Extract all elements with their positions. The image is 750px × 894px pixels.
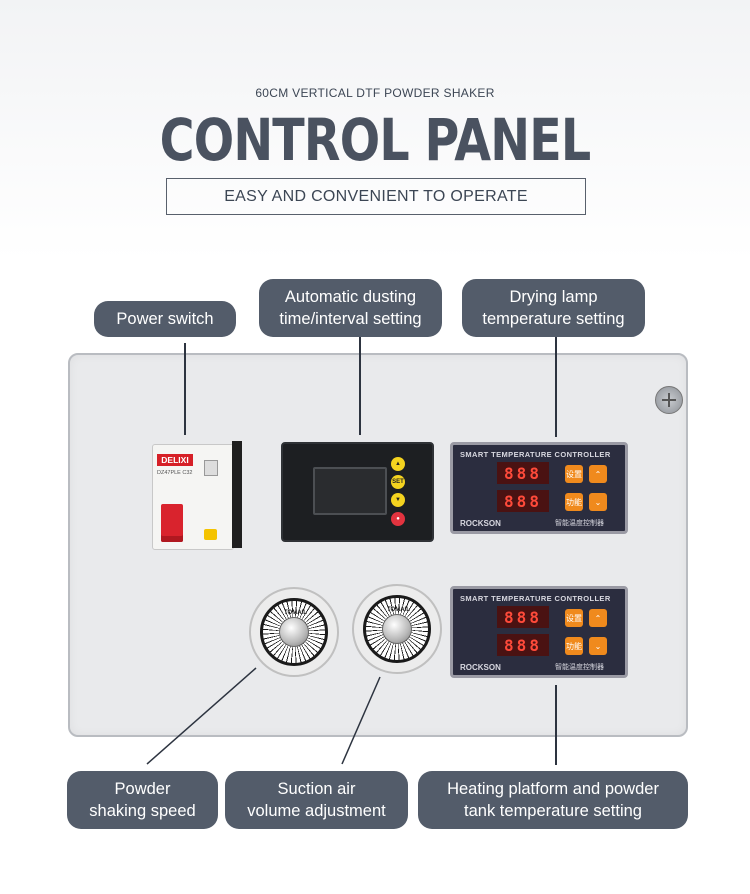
label-power-switch: Power switch: [94, 301, 236, 337]
timer-up-button[interactable]: ▲: [391, 457, 405, 471]
screw-icon: [655, 386, 683, 414]
label-heating-platform: Heating platform and powder tank tempera…: [418, 771, 688, 829]
controller-cn-text: 智能温度控制器: [555, 520, 604, 527]
powder-speed-knob[interactable]: [279, 617, 309, 647]
controller-down-button[interactable]: ⌄: [589, 637, 607, 655]
label-drying-lamp: Drying lamp temperature setting: [462, 279, 645, 337]
label-suction-air: Suction air volume adjustment: [225, 771, 408, 829]
led-display-sv: 888: [497, 634, 549, 656]
label-powder-speed: Powder shaking speed: [67, 771, 218, 829]
breaker-brand-logo: DELIXI: [157, 454, 193, 466]
label-dusting-line1: Automatic dusting: [284, 288, 417, 306]
breaker-test-window: [204, 460, 218, 476]
label-powder-line2: shaking speed: [89, 802, 196, 820]
timer-display: [313, 467, 387, 515]
controller-cn-text: 智能温度控制器: [555, 664, 604, 671]
controller-set-button[interactable]: 设置: [565, 465, 583, 483]
led-display-sv: 888: [497, 490, 549, 512]
label-drying-line2: temperature setting: [482, 310, 625, 328]
label-drying-line1: Drying lamp: [509, 288, 598, 306]
controller-brand-text: ROCKSON: [460, 663, 501, 672]
page-title: CONTROL PANEL: [159, 106, 592, 174]
led-display-pv: 888: [497, 462, 549, 484]
breaker-red-toggle[interactable]: [161, 504, 183, 542]
label-powder-line1: Powder: [114, 780, 171, 798]
knob-brand-text: TOMAIL: [387, 607, 410, 613]
controller-down-button[interactable]: ⌄: [589, 493, 607, 511]
breaker-test-button[interactable]: [204, 529, 217, 540]
breaker-side-panel: [232, 441, 242, 548]
controller-up-button[interactable]: ⌃: [589, 609, 607, 627]
timer-run-button[interactable]: ●: [391, 512, 405, 526]
timer-down-button[interactable]: ▼: [391, 493, 405, 507]
label-suction-line1: Suction air: [277, 780, 356, 798]
leader-line-heating: [555, 685, 557, 765]
controller-func-button[interactable]: 功能: [565, 637, 583, 655]
timer-set-button[interactable]: SET: [391, 475, 405, 489]
controller-up-button[interactable]: ⌃: [589, 465, 607, 483]
breaker-model-text: DZ47PLE C32: [157, 470, 193, 476]
leader-line-power: [184, 343, 186, 435]
heating-temperature-controller: SMART TEMPERATURE CONTROLLER 888 888 设置 …: [450, 586, 628, 678]
controller-func-button[interactable]: 功能: [565, 493, 583, 511]
label-suction-line2: volume adjustment: [247, 802, 386, 820]
tagline-text: EASY AND CONVENIENT TO OPERATE: [224, 187, 528, 205]
label-dusting-setting: Automatic dusting time/interval setting: [259, 279, 442, 337]
tagline-box: EASY AND CONVENIENT TO OPERATE: [166, 178, 586, 215]
leader-line-drying: [555, 337, 557, 437]
controller-brand-text: ROCKSON: [460, 519, 501, 528]
label-heating-line1: Heating platform and powder: [447, 780, 659, 798]
suction-air-knob[interactable]: [382, 614, 412, 644]
label-dusting-line2: time/interval setting: [279, 310, 422, 328]
leader-line-dusting: [359, 337, 361, 435]
drying-temperature-controller: SMART TEMPERATURE CONTROLLER 888 888 设置 …: [450, 442, 628, 534]
knob-brand-text: TOMAIL: [284, 610, 307, 616]
page-subtitle: 60CM VERTICAL DTF POWDER SHAKER: [255, 86, 495, 100]
controller-set-button[interactable]: 设置: [565, 609, 583, 627]
controller-header-text: SMART TEMPERATURE CONTROLLER: [460, 450, 611, 459]
label-heating-line2: tank temperature setting: [464, 802, 642, 820]
led-display-pv: 888: [497, 606, 549, 628]
controller-header-text: SMART TEMPERATURE CONTROLLER: [460, 594, 611, 603]
